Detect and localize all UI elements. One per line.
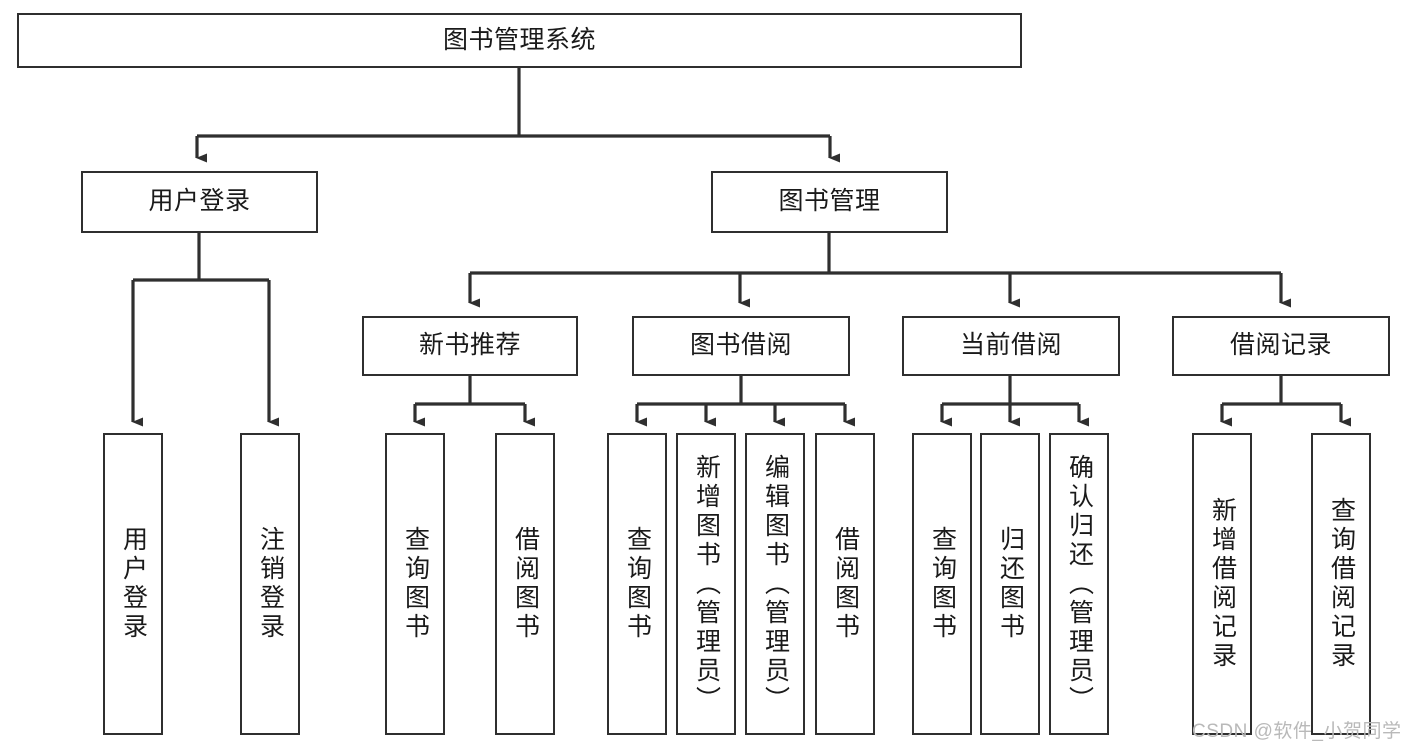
node-new-book-recommend-label: 新书推荐 [418,331,521,360]
node-user-login-label: 用户登录 [148,187,251,216]
leaf-return-book-label: 归还图书 [996,526,1025,642]
leaf-edit-book[interactable]: 编辑图书（管理员） [745,433,805,735]
leaf-add-book[interactable]: 新增图书（管理员） [676,433,736,735]
leaf-query-book-3[interactable]: 查询图书 [912,433,972,735]
node-borrow-record[interactable]: 借阅记录 [1172,316,1390,376]
leaf-user-login[interactable]: 用户登录 [103,433,163,735]
node-current-borrow-label: 当前借阅 [959,331,1062,360]
node-root[interactable]: 图书管理系统 [17,13,1022,68]
node-user-login[interactable]: 用户登录 [81,171,318,233]
node-book-borrow-label: 图书借阅 [689,331,792,360]
node-new-book-recommend[interactable]: 新书推荐 [362,316,578,376]
node-borrow-record-label: 借阅记录 [1229,331,1332,360]
watermark: CSDN @软件_小贺同学 [1192,721,1402,742]
leaf-query-book-3-label: 查询图书 [928,526,957,642]
leaf-add-record-label: 新增借阅记录 [1208,497,1237,671]
leaf-query-record-label: 查询借阅记录 [1327,497,1356,671]
leaf-borrow-book-2[interactable]: 借阅图书 [815,433,875,735]
node-book-manage[interactable]: 图书管理 [711,171,948,233]
leaf-add-record[interactable]: 新增借阅记录 [1192,433,1252,735]
leaf-query-book-2-label: 查询图书 [623,526,652,642]
leaf-query-record[interactable]: 查询借阅记录 [1311,433,1371,735]
node-current-borrow[interactable]: 当前借阅 [902,316,1120,376]
leaf-borrow-book-1-label: 借阅图书 [511,526,540,642]
leaf-add-book-label: 新增图书（管理员） [692,453,721,715]
node-book-manage-label: 图书管理 [778,187,881,216]
leaf-query-book-1-label: 查询图书 [401,526,430,642]
leaf-user-login-label: 用户登录 [119,526,148,642]
leaf-confirm-return[interactable]: 确认归还（管理员） [1049,433,1109,735]
leaf-confirm-return-label: 确认归还（管理员） [1065,453,1094,715]
leaf-query-book-2[interactable]: 查询图书 [607,433,667,735]
leaf-query-book-1[interactable]: 查询图书 [385,433,445,735]
leaf-borrow-book-2-label: 借阅图书 [831,526,860,642]
node-root-label: 图书管理系统 [442,25,596,54]
leaf-logout-login-label: 注销登录 [256,526,285,642]
leaf-borrow-book-1[interactable]: 借阅图书 [495,433,555,735]
leaf-return-book[interactable]: 归还图书 [980,433,1040,735]
leaf-logout-login[interactable]: 注销登录 [240,433,300,735]
leaf-edit-book-label: 编辑图书（管理员） [761,453,790,715]
node-book-borrow[interactable]: 图书借阅 [632,316,850,376]
